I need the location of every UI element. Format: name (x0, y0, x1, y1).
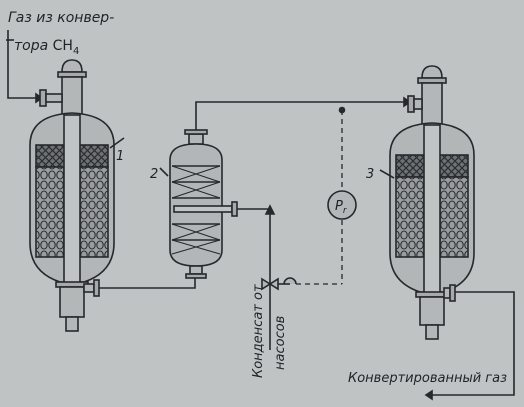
reactor-3 (379, 65, 475, 340)
outlet-label: Конвертированный газ (348, 371, 507, 386)
apparatus-number-3: 3 (366, 167, 374, 182)
pressure-regulator-label: Pr (335, 199, 348, 216)
condensate-label-line2: насосов (273, 316, 288, 370)
condensate-line (237, 204, 297, 350)
pressure-regulator-circle (327, 190, 357, 220)
reactor-1 (29, 59, 125, 332)
apparatus-2 (159, 129, 238, 279)
instrument-lines (296, 110, 343, 285)
apparatus-number-1: 1 (116, 149, 124, 164)
line-2-to-3 (195, 101, 410, 130)
line-1-to-2 (99, 272, 196, 289)
inlet-label-line1: Газ из конвер- (8, 10, 114, 26)
condensate-label-line1: Конденсат от (251, 284, 266, 378)
outlet-line (424, 291, 515, 401)
inlet-gas-line (6, 30, 44, 104)
inlet-label-line2: тора CH4 (14, 38, 79, 57)
apparatus-number-2: 2 (150, 167, 158, 182)
